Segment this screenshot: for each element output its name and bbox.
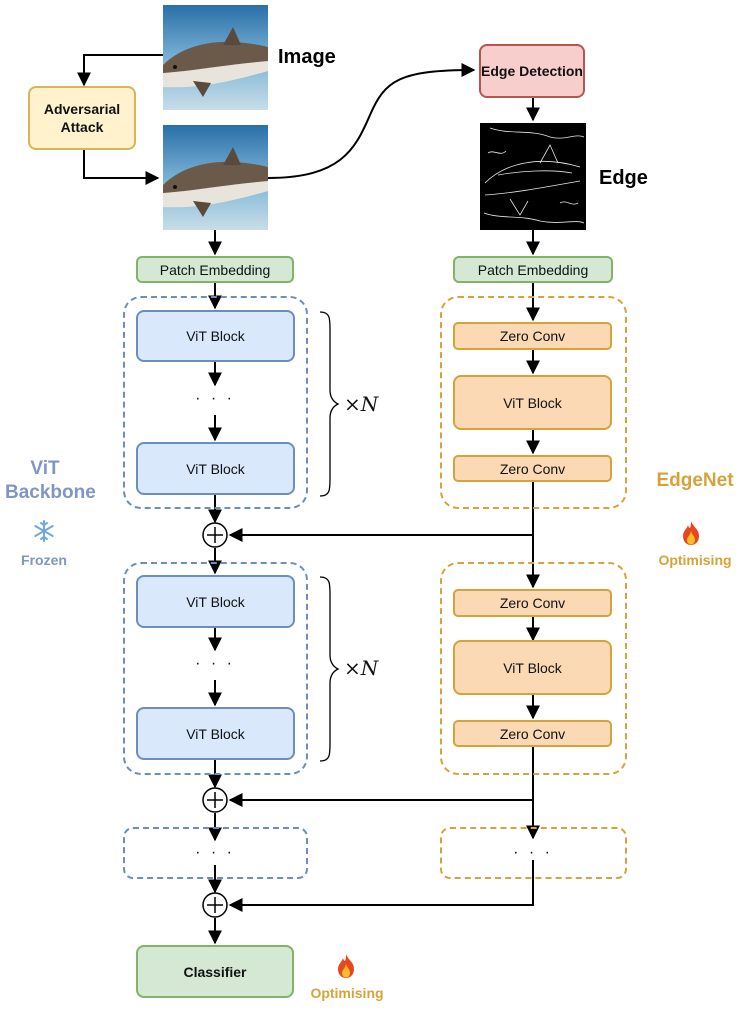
vit-block-label: ViT Block (503, 659, 562, 676)
ellipsis-2: · · · (195, 655, 235, 672)
adversarial-image (163, 125, 268, 230)
snowflake-icon (32, 519, 56, 543)
flame-icon (679, 520, 703, 546)
ellipsis-1: · · · (195, 390, 235, 407)
backbone-group-1 (123, 296, 308, 509)
vit-block-1a: ViT Block (136, 310, 295, 362)
optimising-label-bottom: Optimising (310, 985, 384, 1001)
edge-detection-box: Edge Detection (479, 44, 585, 98)
backbone-group-3 (123, 827, 308, 879)
adversarial-attack-label: Adversarial Attack (43, 101, 121, 135)
zero-conv-2a: Zero Conv (453, 589, 612, 617)
edgenet-vit-block-1: ViT Block (453, 375, 612, 430)
vit-block-1b: ViT Block (136, 442, 295, 495)
zero-conv-1a: Zero Conv (453, 322, 612, 350)
zero-conv-2b: Zero Conv (453, 720, 612, 747)
vit-block-label: ViT Block (503, 394, 562, 411)
repeat-n-1: ×N (344, 392, 379, 416)
backbone-group-2 (123, 562, 308, 775)
edgenet-group-3 (440, 827, 627, 879)
patch-embedding-right-label: Patch Embedding (477, 261, 589, 278)
zero-conv-label: Zero Conv (499, 460, 566, 477)
vit-block-label: ViT Block (186, 593, 245, 610)
patch-embedding-left: Patch Embedding (136, 256, 294, 283)
flame-icon (334, 953, 358, 979)
zero-conv-label: Zero Conv (499, 725, 566, 742)
vit-block-label: ViT Block (186, 725, 245, 742)
repeat-n-2: ×N (344, 656, 379, 680)
edgenet-label: EdgeNet (656, 470, 734, 491)
edgenet-group-2 (440, 562, 627, 775)
patch-embedding-left-label: Patch Embedding (159, 261, 271, 278)
patch-embedding-right: Patch Embedding (453, 256, 613, 283)
vit-block-2a: ViT Block (136, 575, 295, 628)
vit-block-2b: ViT Block (136, 707, 295, 760)
ellipsis-3: · · · (195, 844, 235, 861)
frozen-label: Frozen (21, 552, 67, 568)
classifier-label: Classifier (183, 963, 247, 980)
zero-conv-label: Zero Conv (499, 328, 566, 344)
edge-detection-label: Edge Detection (481, 63, 583, 79)
edgenet-group-1 (440, 296, 627, 509)
adversarial-attack-box: Adversarial Attack (28, 86, 136, 150)
vit-block-label: ViT Block (186, 460, 245, 477)
zero-conv-label: Zero Conv (499, 595, 566, 611)
original-image (163, 5, 268, 110)
vit-backbone-label: ViT Backbone (5, 458, 96, 503)
edge-label: Edge (599, 167, 648, 189)
optimising-label-right: Optimising (658, 552, 732, 568)
edge-image (480, 123, 586, 230)
edgenet-vit-block-2: ViT Block (453, 640, 612, 695)
vit-block-label: ViT Block (186, 328, 245, 344)
classifier-box: Classifier (136, 945, 294, 998)
zero-conv-1b: Zero Conv (453, 455, 612, 482)
image-label: Image (278, 46, 336, 68)
ellipsis-4: · · · (513, 844, 553, 861)
